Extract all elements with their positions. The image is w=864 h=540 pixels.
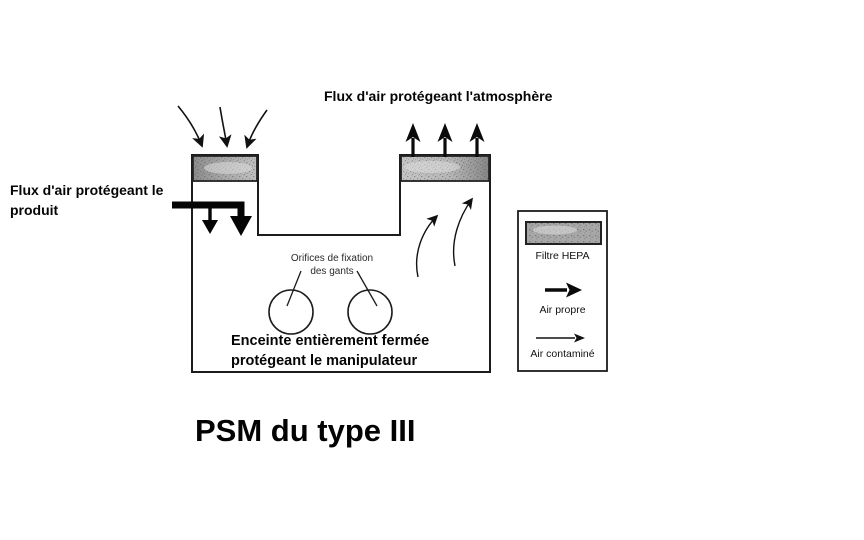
contaminated-air-arrow-icon bbox=[536, 333, 585, 343]
legend-contaminated-air-label: Air contaminé bbox=[530, 348, 595, 360]
cabinet-outline bbox=[191, 154, 491, 373]
clean-air-arrow-icon bbox=[545, 282, 582, 298]
glove-port-circle bbox=[268, 289, 314, 335]
exhaust-arrow-icon bbox=[405, 123, 421, 157]
inlet-arrow-icon bbox=[218, 106, 232, 148]
glove-label-leader-line bbox=[356, 270, 378, 307]
glove-label-leader-line bbox=[286, 270, 302, 307]
internal-arrow-icon bbox=[415, 214, 439, 278]
inlet-arrow-icon bbox=[244, 109, 268, 149]
legend-hepa-swatch bbox=[525, 221, 602, 245]
legend-hepa-label: Filtre HEPA bbox=[535, 250, 590, 262]
legend-clean-air-label: Air propre bbox=[539, 304, 586, 316]
internal-airflow-arrows bbox=[415, 197, 473, 278]
exhaust-arrow-icon bbox=[469, 123, 485, 157]
legend bbox=[517, 210, 608, 372]
exhaust-airflow-arrows bbox=[405, 123, 485, 157]
atmosphere-flow-label: Flux d'air protégeant l'atmosphère bbox=[324, 88, 553, 104]
product-airflow-arrow bbox=[172, 201, 252, 236]
enclosure-label: Enceinte entièrement fermée protégeant l… bbox=[231, 333, 430, 369]
product-flow-label: Flux d'air protégeant le produit bbox=[10, 182, 164, 218]
glove-ports-label: Orifices de fixation des gants bbox=[290, 253, 374, 277]
inlet-arrow-icon bbox=[177, 105, 205, 148]
inlet-airflow-arrows bbox=[177, 105, 268, 149]
left-hepa-filter bbox=[192, 155, 258, 182]
glove-port-circle bbox=[347, 289, 393, 335]
right-hepa-filter bbox=[400, 155, 490, 182]
exhaust-arrow-icon bbox=[437, 123, 453, 157]
figure-title: PSM du type III bbox=[195, 413, 416, 448]
internal-arrow-icon bbox=[452, 197, 473, 267]
